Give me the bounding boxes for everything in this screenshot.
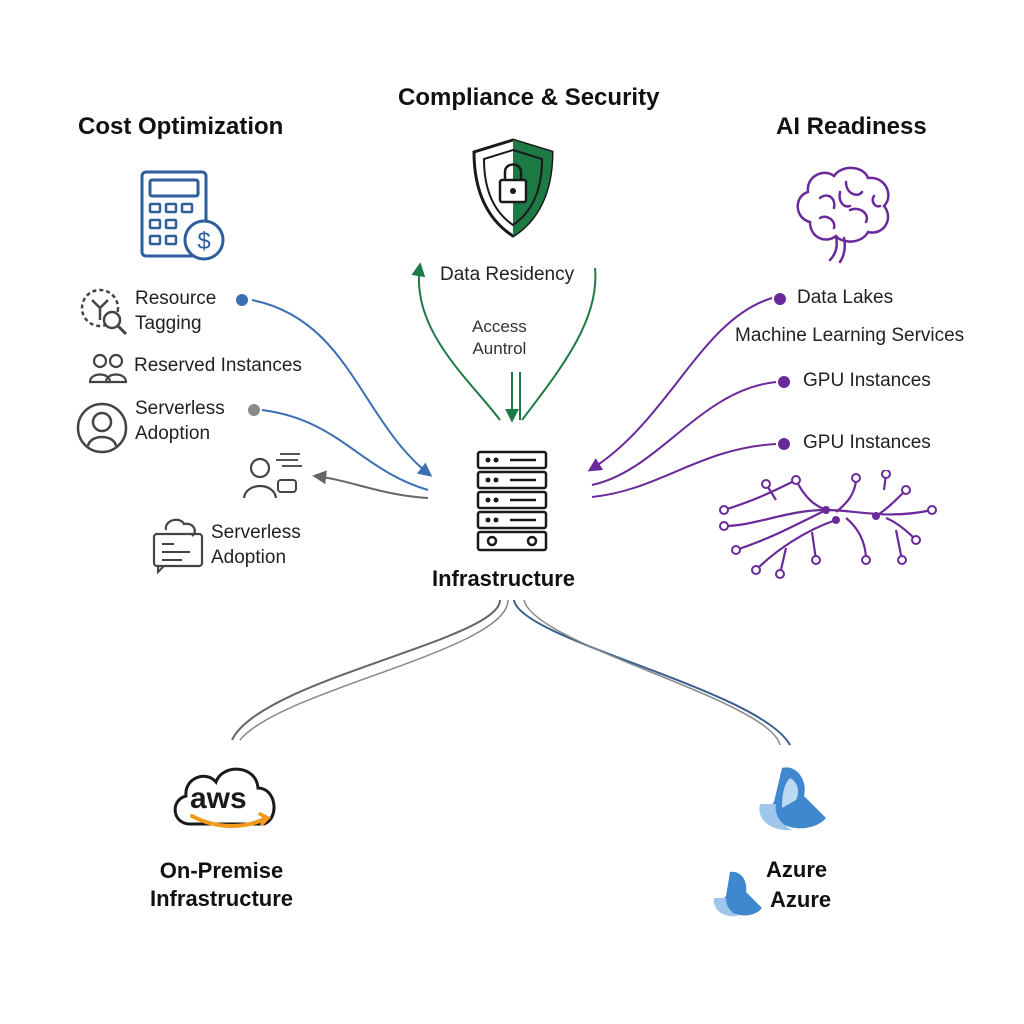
aws-cloud-logo (173, 767, 276, 828)
svg-text:$: $ (197, 228, 210, 255)
connector-access-control (521, 267, 597, 421)
connector-serverless-2 (312, 470, 429, 499)
brain-icon (796, 166, 890, 264)
on-premise-infrastructure-label: On-Premise Infrastructure (150, 858, 294, 911)
aws-logo-text: aws (190, 782, 247, 815)
user-silhouette-icon (76, 402, 128, 454)
cloud-form-icon (152, 518, 204, 574)
connector-data-lakes (587, 297, 773, 472)
cost-optimization-heading: Cost Optimization (78, 113, 284, 140)
data-residency-label: Data Residency (440, 264, 575, 285)
serverless-adoption-label-1: Serverless Adoption (135, 398, 225, 444)
azure-logo-icon (759, 767, 826, 831)
connector-aws-b (239, 599, 509, 741)
connector-serverless-1 (261, 409, 429, 491)
compliance-security-heading: Compliance & Security (398, 84, 660, 111)
gpu-instances-dot-2 (778, 438, 790, 450)
people-icon (88, 353, 128, 384)
connector-azure-a (513, 599, 791, 746)
resource-tagging-icon (80, 288, 128, 336)
azure-label-2: Azure (770, 887, 832, 912)
ml-services-label: Machine Learning Services (735, 325, 965, 346)
infrastructure-label: Infrastructure (432, 566, 576, 591)
gpu-instances-label-1: GPU Instances (803, 370, 931, 391)
connector-resource-tagging (251, 299, 433, 477)
reserved-instances-label: Reserved Instances (134, 355, 302, 376)
azure-logo-small-icon (713, 871, 762, 917)
serverless-adoption-dot (248, 404, 260, 416)
connector-data-residency (411, 262, 501, 421)
connector-azure-b (523, 599, 781, 746)
connector-aws-a (231, 599, 501, 741)
resource-tagging-label: Resource Tagging (135, 288, 217, 334)
shield-lock-icon (472, 138, 554, 238)
resource-tagging-dot (236, 294, 248, 306)
neural-network-icon (719, 470, 937, 579)
user-chat-icon (242, 453, 302, 499)
ai-readiness-heading: AI Readiness (776, 113, 927, 140)
gpu-instances-label-2: GPU Instances (803, 432, 931, 453)
connector-gpu-1 (591, 381, 777, 486)
connector-gpu-2 (591, 443, 777, 498)
calculator-dollar-icon: $ (140, 170, 225, 261)
data-lakes-dot (774, 293, 786, 305)
serverless-adoption-label-2: Serverless Adoption (211, 522, 301, 568)
azure-label-1: Azure (766, 857, 828, 882)
access-control-label: Access Auntrol (472, 317, 527, 358)
server-rack-icon (476, 450, 548, 552)
gpu-instances-dot-1 (778, 376, 790, 388)
data-lakes-label: Data Lakes (797, 287, 894, 308)
